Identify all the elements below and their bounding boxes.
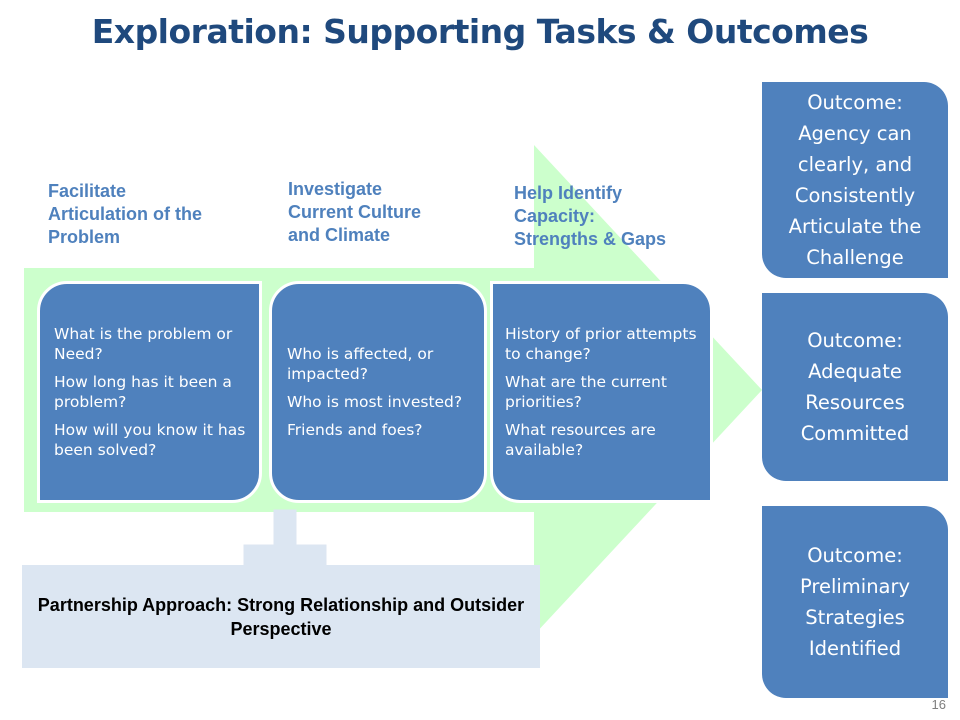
stage-heading-line: Facilitate [48,181,127,201]
question-text: Who is most invested? [287,393,463,411]
page-title: Exploration: Supporting Tasks & Outcomes [91,12,869,51]
task-box-1: What is the problem or Need? How long ha… [37,281,262,503]
stage-heading-line: Strengths & Gaps [514,229,667,249]
stage-heading-1: Facilitate Articulation of the Problem [48,180,202,249]
outcome-box-3: Outcome: Preliminary Strategies Identifi… [762,506,948,698]
stage-heading-2: Investigate Current Culture and Climate [288,178,421,247]
up-arrow [243,509,327,566]
stage-heading-line: and Climate [288,225,391,245]
task-box-3: History of prior attempts to change? Wha… [490,281,713,503]
stage-heading-line: Articulation of the [48,204,202,224]
task-box-2: Who is affected, or impacted? Who is mos… [269,281,487,503]
stage-heading-line: Help Identify [514,183,623,203]
question-text: History of prior attempts to change? [505,325,697,363]
page-number: 16 [931,697,946,712]
stage-heading-line: Investigate [288,179,383,199]
stage-heading-3: Help Identify Capacity: Strengths & Gaps [514,182,666,251]
partnership-box: Partnership Approach: Strong Relationshi… [22,565,540,668]
question-text: What resources are available? [505,421,656,459]
stage-heading-line: Capacity: [514,206,596,226]
question-text: Who is affected, or impacted? [287,345,434,383]
question-text: Friends and foes? [287,421,423,439]
stage-heading-line: Current Culture [288,202,422,222]
question-text: What is the problem or Need? [54,325,233,363]
stage-heading-line: Problem [48,227,121,247]
question-text: How will you know it has been solved? [54,421,246,459]
outcome-box-2: Outcome: Adequate Resources Committed [762,293,948,481]
question-text: How long has it been a problem? [54,373,232,411]
question-text: What are the current priorities? [505,373,667,411]
outcome-box-1: Outcome: Agency can clearly, and Consist… [762,82,948,278]
